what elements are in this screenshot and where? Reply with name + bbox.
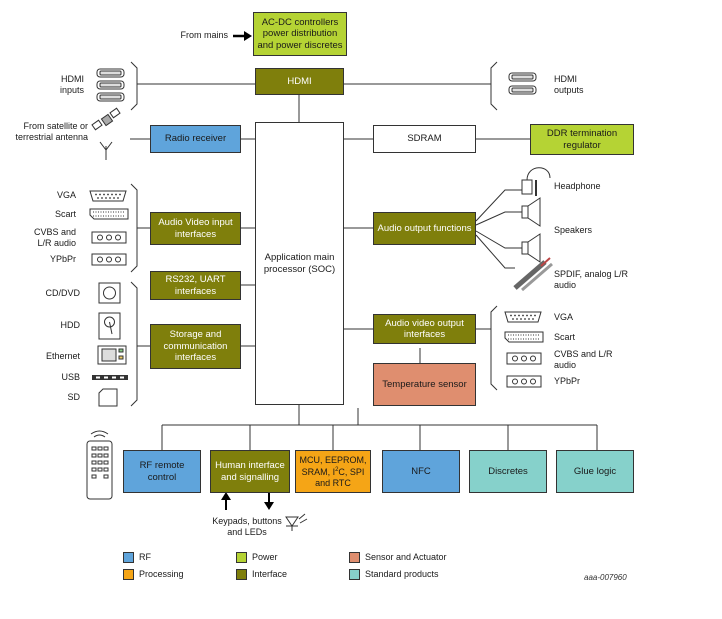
legend-rf-swatch bbox=[123, 552, 134, 563]
cvbs-in-connector-icon bbox=[91, 231, 127, 244]
sd-label: SD bbox=[67, 392, 80, 402]
hdd-icon bbox=[98, 312, 121, 340]
headphone-label: Headphone bbox=[554, 181, 601, 191]
hdmi-output-icons bbox=[508, 72, 537, 95]
rs232-uart-block: RS232, UART interfaces bbox=[150, 271, 241, 300]
vga-out-label: VGA bbox=[554, 312, 574, 322]
hdmi-block: HDMI bbox=[255, 68, 344, 95]
vga-out-connector-icon bbox=[504, 311, 542, 323]
av-output-block: Audio video output interfaces bbox=[373, 314, 476, 344]
antenna-icon bbox=[99, 141, 113, 160]
legend-standard-swatch bbox=[349, 569, 360, 580]
mcu-line-1: MCU, EEPROM, bbox=[299, 454, 367, 465]
speaker-icons bbox=[521, 197, 541, 263]
mcu-line-2: SRAM, I2C, SPI bbox=[301, 467, 365, 478]
temperature-sensor-block: Temperature sensor bbox=[373, 363, 476, 406]
spdif-cable-icon bbox=[513, 257, 553, 292]
keypads-label: Keypads, buttons and LEDs bbox=[212, 516, 282, 537]
hdmi-outputs-label: HDMI outputs bbox=[554, 74, 584, 95]
av-input-block: Audio Video input interfaces bbox=[150, 212, 241, 245]
ddr-termination-block: DDR termination regulator bbox=[530, 124, 634, 155]
vga-in-label: VGA bbox=[56, 190, 76, 200]
figure-reference: aaa-007960 bbox=[584, 573, 627, 582]
vga-in-connector-icon bbox=[89, 190, 127, 202]
satellite-antenna-label: From satellite or terrestrial antenna bbox=[15, 121, 88, 142]
ypbpr-in-connector-icon bbox=[91, 253, 127, 266]
cd-dvd-icon bbox=[98, 282, 121, 304]
hdmi-input-icons bbox=[96, 68, 125, 102]
sd-card-icon bbox=[98, 388, 118, 407]
satellite-icon bbox=[91, 107, 121, 131]
ethernet-label: Ethernet bbox=[45, 351, 80, 361]
nfc-block: NFC bbox=[382, 450, 460, 493]
ypbpr-out-label: YPbPr bbox=[554, 376, 581, 386]
glue-logic-block: Glue logic bbox=[556, 450, 634, 493]
legend-interface-label: Interface bbox=[252, 569, 288, 579]
from-mains-label: From mains bbox=[180, 30, 228, 40]
scart-out-label: Scart bbox=[554, 332, 576, 342]
legend-standard-label: Standard products bbox=[365, 569, 439, 579]
legend-processing-swatch bbox=[123, 569, 134, 580]
ypbpr-out-connector-icon bbox=[506, 375, 542, 388]
cvbs-out-label: CVBS and L/R audio bbox=[554, 349, 613, 370]
hdd-label: HDD bbox=[60, 320, 81, 330]
human-interface-block: Human interface and signalling bbox=[210, 450, 290, 493]
usb-label: USB bbox=[61, 372, 80, 382]
storage-interfaces-block: Storage and communication interfaces bbox=[150, 324, 241, 369]
radio-receiver-block: Radio receiver bbox=[150, 125, 241, 153]
scart-in-label: Scart bbox=[54, 209, 76, 219]
scart-out-connector-icon bbox=[504, 331, 544, 343]
usb-port-icon bbox=[92, 375, 128, 380]
legend-interface-swatch bbox=[236, 569, 247, 580]
soc-block: Application main processor (SOC) bbox=[255, 122, 344, 405]
cddvd-label: CD/DVD bbox=[45, 288, 80, 298]
legend-power-swatch bbox=[236, 552, 247, 563]
legend-power-label: Power bbox=[252, 552, 278, 562]
scart-in-connector-icon bbox=[89, 208, 129, 220]
mcu-line-3: and RTC bbox=[315, 477, 351, 488]
led-icon bbox=[285, 513, 308, 531]
headphone-icon bbox=[521, 167, 551, 196]
cvbs-in-label: CVBS and L/R audio bbox=[33, 227, 76, 248]
sdram-block: SDRAM bbox=[373, 125, 476, 153]
legend-sensor-label: Sensor and Actuator bbox=[365, 552, 447, 562]
legend-sensor-swatch bbox=[349, 552, 360, 563]
acdc-power-block: AC-DC controllers power distribution and… bbox=[253, 12, 347, 56]
audio-output-block: Audio output functions bbox=[373, 212, 476, 245]
ethernet-port-icon bbox=[97, 345, 127, 365]
speakers-label: Speakers bbox=[554, 225, 593, 235]
remote-control-icon bbox=[86, 430, 113, 500]
ypbpr-in-label: YPbPr bbox=[49, 254, 76, 264]
legend-processing-label: Processing bbox=[139, 569, 184, 579]
mcu-eeprom-block: MCU, EEPROM, SRAM, I2C, SPI and RTC bbox=[295, 450, 371, 493]
rf-remote-control-block: RF remote control bbox=[123, 450, 201, 493]
hdmi-inputs-label: HDMI inputs bbox=[59, 74, 84, 95]
legend-rf-label: RF bbox=[139, 552, 151, 562]
discretes-block: Discretes bbox=[469, 450, 547, 493]
spdif-label: SPDIF, analog L/R audio bbox=[554, 269, 629, 290]
cvbs-out-connector-icon bbox=[506, 352, 542, 365]
